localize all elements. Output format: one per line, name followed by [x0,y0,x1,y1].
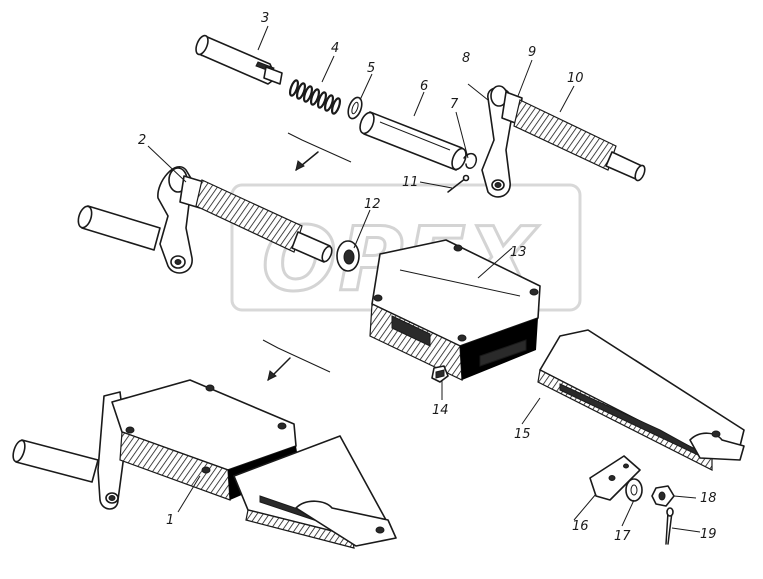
label-5: 5 [367,61,375,76]
assembly-arrow-upper [287,132,352,171]
part-8-9-10-crank [481,85,646,198]
label-9: 9 [528,45,536,60]
part-1-assembly [12,379,397,549]
label-17: 17 [614,529,631,544]
label-6: 6 [420,79,428,94]
leader-lines [147,25,701,533]
part-2-crank [77,166,333,274]
part-17-washer [625,478,643,502]
part-3-pin [195,34,283,85]
part-7-clip [463,152,478,169]
label-18: 18 [700,491,717,506]
label-2: 2 [138,133,146,148]
part-4-spring [288,79,342,115]
label-10: 10 [567,71,584,86]
label-19: 19 [700,527,717,542]
label-3: 3 [261,11,269,26]
label-1: 1 [166,513,174,528]
label-8: 8 [462,51,470,66]
part-6-pin [359,111,467,171]
label-14: 14 [432,403,449,418]
part-18-nut [651,485,675,507]
label-16: 16 [572,519,589,534]
part-5-washer [347,96,363,120]
label-4: 4 [331,41,339,56]
label-7: 7 [450,97,459,112]
part-13-housing [369,239,541,381]
part-15-slide [537,329,745,471]
label-15: 15 [514,427,531,442]
part-14-bolt [431,365,449,383]
label-13: 13 [510,245,527,260]
part-labels: 3 4 5 6 7 8 9 10 11 2 12 13 14 15 1 16 1… [138,11,717,544]
label-12: 12 [364,197,381,212]
part-19-cotter [665,507,674,545]
assembly-arrow-lower [262,339,331,381]
label-11: 11 [402,175,419,190]
part-12-washer [336,240,360,272]
part-11-cotter [447,174,470,193]
